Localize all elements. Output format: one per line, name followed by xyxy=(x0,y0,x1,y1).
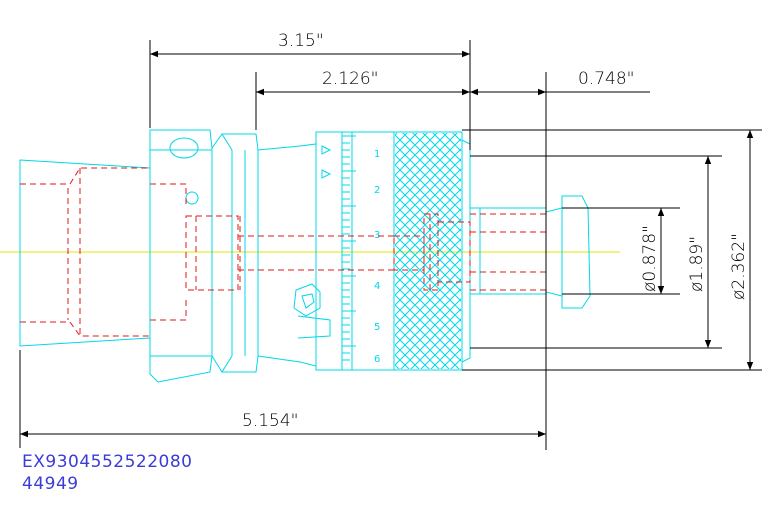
dimension-lines xyxy=(19,40,762,450)
dim-overall-length: 3.15" xyxy=(278,31,324,51)
knurl-pattern xyxy=(395,133,461,369)
scale-mark-4: 4 xyxy=(374,281,380,292)
scale-mark-1: 1 xyxy=(374,149,380,160)
part-number: EX9304552522080 xyxy=(22,452,193,472)
scale-mark-5: 5 xyxy=(374,322,380,333)
scale-mark-6: 6 xyxy=(374,354,380,365)
scale-mark-2: 2 xyxy=(374,185,380,196)
dim-knurl-diameter: ø2.362" xyxy=(729,233,749,300)
dim-pilot-diameter: ø0.878" xyxy=(640,225,660,292)
direction-indicators xyxy=(321,145,332,179)
scale-ticks xyxy=(342,135,356,361)
dim-pilot-length: 0.748" xyxy=(578,69,635,89)
dim-body-length: 2.126" xyxy=(322,69,379,89)
scale-mark-3: 3 xyxy=(374,230,380,241)
dim-collar-diameter: ø1.89" xyxy=(687,236,707,292)
scale-numbers: 1 2 3 4 5 6 xyxy=(374,149,380,365)
part-code: 44949 xyxy=(22,474,79,494)
hidden-lines xyxy=(20,167,546,337)
dim-total-length: 5.154" xyxy=(242,411,299,431)
